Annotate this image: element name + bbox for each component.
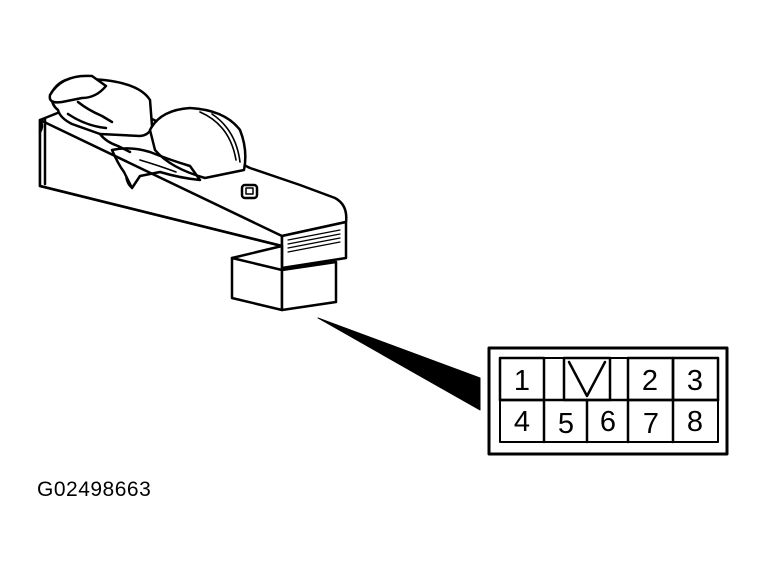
rocker-button-detail	[66, 100, 114, 130]
switch-body-illustration	[38, 74, 348, 312]
pin-label-4: 4	[514, 406, 530, 438]
switch-recess	[110, 147, 202, 190]
pin-dividers-bottom	[542, 398, 675, 444]
pin-label-5: 5	[558, 408, 574, 440]
pin-label-6: 6	[600, 406, 616, 438]
housing-end-shading	[287, 229, 341, 253]
connector-housing-top	[230, 244, 284, 272]
screw-boss-inner	[245, 187, 254, 195]
connector-face-view: 1 2 3 4 5 6 7 8	[487, 346, 729, 456]
pin-label-7: 7	[643, 408, 659, 440]
figure-id-label: G02498663	[37, 478, 152, 501]
key-slot-mark	[567, 360, 607, 398]
rocker-button-bottom	[98, 132, 132, 154]
pin-label-3: 3	[687, 365, 703, 397]
pin-label-2: 2	[642, 365, 658, 397]
housing-left-edge	[38, 117, 47, 186]
pointer-wedge	[317, 317, 481, 411]
switch-dome-shading	[199, 111, 241, 163]
rocker-button-top	[48, 74, 108, 104]
housing-underside	[38, 184, 284, 248]
connector-housing-side	[280, 260, 338, 312]
pin-label-1: 1	[514, 365, 530, 397]
connector-housing-front	[230, 256, 284, 312]
screw-boss	[240, 183, 259, 200]
switch-recess-detail	[125, 159, 177, 189]
pin-label-8: 8	[687, 406, 703, 438]
